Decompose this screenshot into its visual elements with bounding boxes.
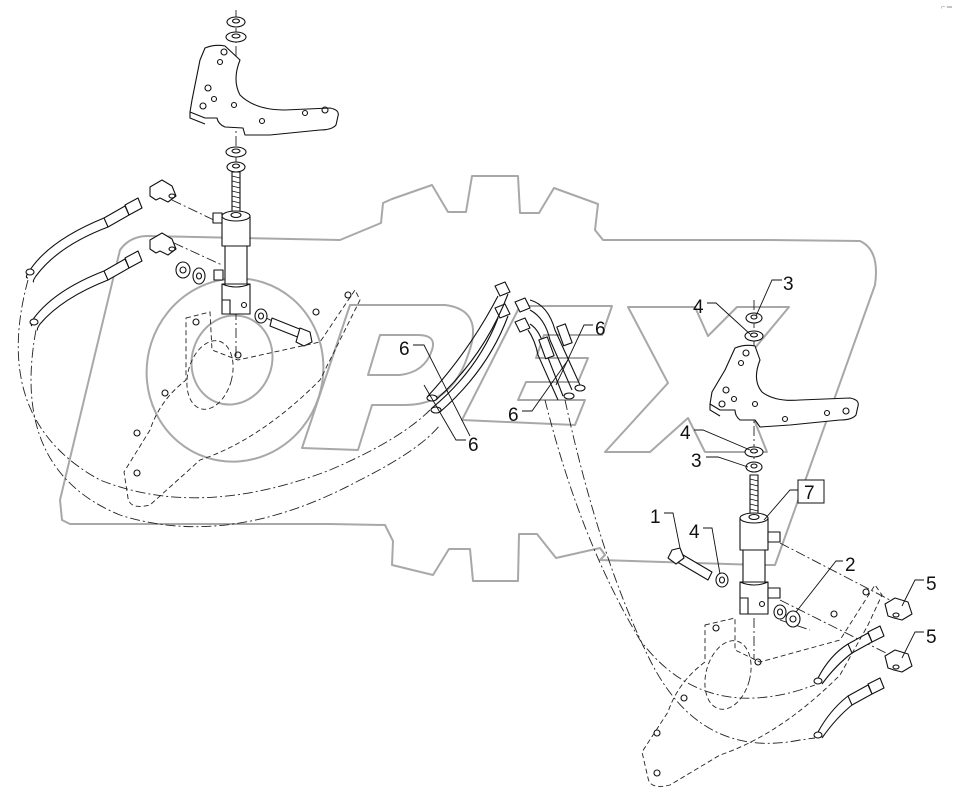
right-elbow-fittings	[884, 597, 913, 673]
callout-1: 1	[650, 507, 661, 528]
callout-2: 2	[845, 555, 856, 576]
callout-5-upper: 5	[926, 574, 937, 595]
watermark-letter-p	[301, 304, 474, 451]
left-elbow-fittings	[149, 179, 177, 256]
callout-labels: 1 2 3 3 4 4 4 5 5 6 6 6 6 7	[399, 274, 937, 648]
assembly-center-lines	[17, 10, 891, 744]
watermark-letter-e	[461, 305, 613, 426]
callout-3-top: 3	[783, 274, 794, 295]
callout-6-left-top: 6	[399, 339, 410, 360]
right-lower-bracket	[641, 584, 883, 787]
callout-4-mid: 4	[680, 423, 691, 444]
callout-leader-lines	[413, 279, 924, 659]
right-hoses	[813, 625, 885, 739]
left-top-nut	[225, 16, 247, 43]
callout-6-right-top: 6	[595, 319, 606, 340]
left-lower-bracket	[123, 289, 361, 507]
left-cylinder	[212, 210, 251, 315]
left-assembly	[25, 16, 361, 507]
watermark-letter-x	[604, 306, 790, 453]
callout-7-box	[797, 479, 825, 504]
callout-3-lower: 3	[691, 451, 702, 472]
callout-7: 7	[804, 483, 815, 504]
center-hoses	[426, 281, 586, 414]
left-bolt	[269, 317, 303, 339]
right-upper-bracket	[709, 344, 859, 428]
right-assembly	[641, 312, 913, 787]
callout-4-bottom: 4	[689, 522, 700, 543]
corner-mark: ⌐ ═	[941, 4, 952, 11]
left-hoses	[25, 197, 143, 331]
left-upper-bracket	[189, 44, 339, 136]
left-side-nut-washer	[175, 261, 206, 285]
watermark-gear-outline	[59, 175, 877, 582]
right-cylinder	[739, 512, 781, 615]
callout-6-left-bottom: 6	[468, 435, 479, 456]
callout-4-top: 4	[693, 297, 704, 318]
watermark-letter-o-inner	[190, 314, 274, 406]
callout-6-right-bottom: 6	[508, 405, 519, 426]
callout-5-lower: 5	[926, 627, 937, 648]
